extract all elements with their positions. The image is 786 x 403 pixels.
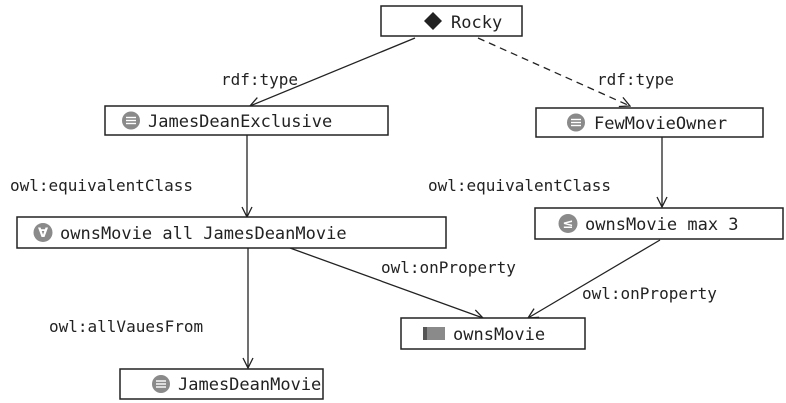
node-rocky-label: Rocky [451, 13, 502, 33]
less-equal-icon [558, 214, 578, 233]
node-rocky[interactable]: Rocky [380, 5, 523, 37]
node-owns-movie-max[interactable]: ≤ ownsMovie max 3 [534, 207, 784, 240]
class-icon [122, 111, 140, 130]
edge-label-equivalent-class-left: owl:equivalentClass [10, 176, 193, 195]
svg-text:∀: ∀ [38, 226, 48, 241]
node-owns-movie-all-label: ownsMovie all JamesDeanMovie [60, 224, 347, 244]
edge-on-property-right [528, 239, 661, 318]
edge-on-property-left [289, 247, 483, 318]
class-icon [567, 113, 585, 132]
node-james-dean-movie[interactable]: JamesDeanMovie [119, 368, 324, 400]
edge-label-on-property-right: owl:onProperty [582, 284, 717, 303]
edge-label-all-values-from: owl:allVauesFrom [49, 317, 203, 336]
forall-icon [33, 223, 53, 242]
svg-text:≤: ≤ [563, 217, 574, 232]
diamond-icon [424, 12, 442, 30]
edge-label-equivalent-class-right: owl:equivalentClass [428, 176, 611, 195]
node-james-dean-exclusive[interactable]: JamesDeanExclusive [104, 105, 389, 136]
node-james-dean-movie-label: JamesDeanMovie [178, 375, 321, 395]
node-owns-movie-max-label: ownsMovie max 3 [585, 215, 739, 235]
edge-rdf-type-left [250, 37, 416, 106]
class-icon [152, 375, 170, 393]
node-few-movie-owner[interactable]: FewMovieOwner [535, 107, 764, 138]
edge-label-rdf-type-right: rdf:type [597, 70, 674, 89]
edge-label-rdf-type-left: rdf:type [221, 70, 298, 89]
node-owns-movie[interactable]: ownsMovie [400, 317, 586, 350]
property-icon [423, 327, 445, 340]
node-few-movie-owner-label: FewMovieOwner [594, 114, 727, 134]
edge-rdf-type-right [477, 37, 630, 106]
node-owns-movie-label: ownsMovie [453, 325, 545, 345]
node-owns-movie-all[interactable]: ∀ ownsMovie all JamesDeanMovie [16, 216, 447, 249]
node-james-dean-exclusive-label: JamesDeanExclusive [148, 112, 332, 132]
edge-label-on-property-left: owl:onProperty [381, 258, 516, 277]
